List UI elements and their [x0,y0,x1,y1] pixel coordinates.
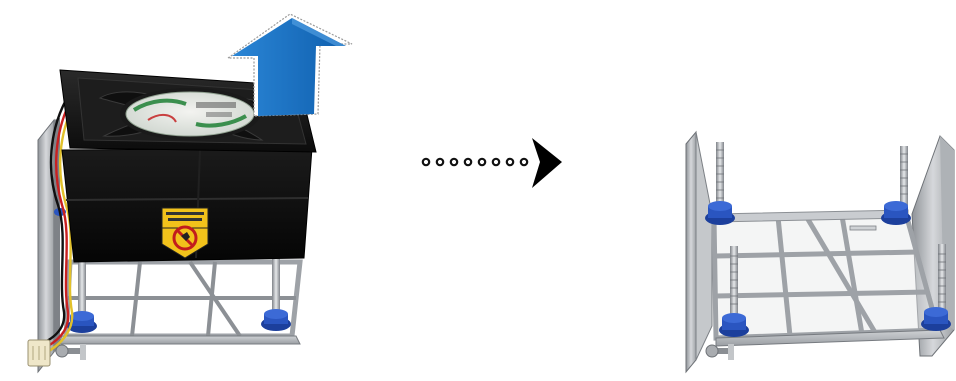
side-bolt [706,344,734,360]
fan-hub-label [120,88,260,140]
empty-bracket [686,132,954,372]
bracket-base-rail [58,336,300,344]
blue-screw [881,201,911,225]
bracket-rod [900,146,908,210]
fan-connector [28,340,50,366]
side-bolt [56,344,86,360]
bracket-rod [938,244,946,314]
fan-assembly [28,14,352,372]
blue-screw [705,201,735,225]
blue-screw [261,309,291,331]
bracket-rod [730,246,738,320]
dotted-arrow-right-icon [423,138,562,188]
bracket-side-plate-left [686,132,712,372]
blue-screw [921,307,951,331]
blue-screw [719,313,749,337]
